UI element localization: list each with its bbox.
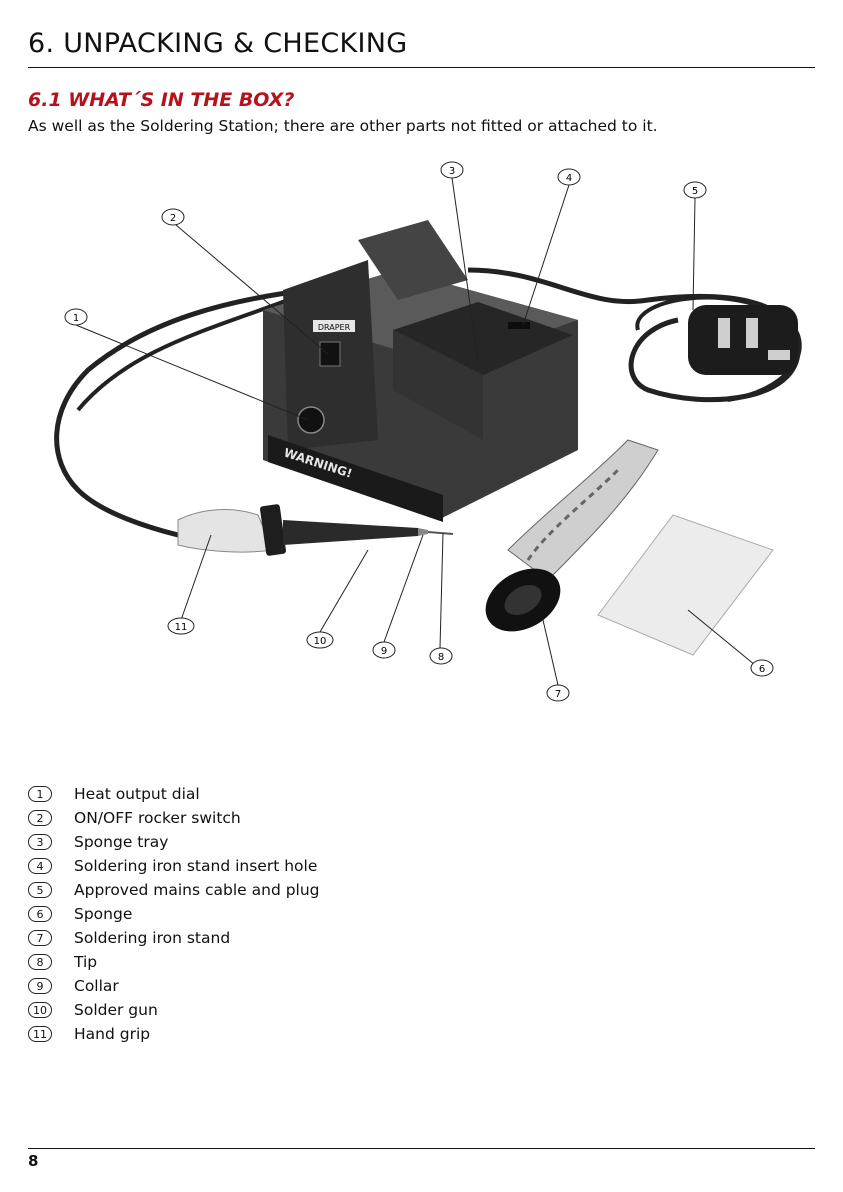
number-badge: 10 [28,1002,52,1018]
part-label: Heat output dial [74,785,200,803]
svg-text:6: 6 [759,664,765,675]
number-badge: 9 [28,978,52,994]
list-item: 5 Approved mains cable and plug [28,878,320,902]
page-title: 6. UNPACKING & CHECKING [28,28,408,59]
number-badge: 1 [28,786,52,802]
footer-divider [28,1148,815,1149]
list-item: 3 Sponge tray [28,830,320,854]
svg-text:10: 10 [314,636,327,647]
sponge [597,514,774,656]
soldering-iron-stand [485,439,659,632]
soldering-station-base: DRAPER WARNING! [263,220,578,522]
part-label: Solder gun [74,1001,158,1019]
part-label: Sponge [74,905,133,923]
part-label: Hand grip [74,1025,151,1043]
svg-text:1: 1 [73,313,79,324]
part-label: Approved mains cable and plug [74,881,320,899]
number-badge: 6 [28,906,52,922]
title-divider [28,67,815,68]
svg-text:7: 7 [555,689,561,700]
svg-text:8: 8 [438,652,444,663]
svg-text:9: 9 [381,646,387,657]
soldering-station-figure: DRAPER WARNING! 1 [54,161,802,702]
list-item: 11 Hand grip [28,1022,320,1046]
mains-cable-and-plug [467,267,802,403]
callout-7: 7 [546,684,570,702]
brand-label: DRAPER [318,323,351,332]
part-label: ON/OFF rocker switch [74,809,241,827]
svg-text:2: 2 [170,213,176,224]
iron-cable [54,287,309,538]
callout-10: 10 [306,631,334,649]
list-item: 4 Soldering iron stand insert hole [28,854,320,878]
part-label: Sponge tray [74,833,169,851]
list-item: 8 Tip [28,950,320,974]
intro-text: As well as the Soldering Station; there … [28,117,658,135]
callout-5: 5 [683,181,707,199]
list-item: 1 Heat output dial [28,782,320,806]
page-number: 8 [28,1152,39,1170]
number-badge: 11 [28,1026,52,1042]
number-badge: 5 [28,882,52,898]
svg-text:3: 3 [449,166,455,177]
part-label: Soldering iron stand insert hole [74,857,318,875]
callout-6: 6 [750,659,774,677]
callout-2: 2 [161,208,185,226]
callout-11: 11 [167,617,195,635]
section-heading: 6.1 WHAT´S IN THE BOX? [28,89,295,111]
soldering-iron [177,504,454,556]
number-badge: 2 [28,810,52,826]
part-label: Soldering iron stand [74,929,231,947]
callout-3: 3 [440,161,464,179]
svg-text:11: 11 [175,622,188,633]
callout-4: 4 [557,168,581,186]
list-item: 9 Collar [28,974,320,998]
number-badge: 8 [28,954,52,970]
callout-8: 8 [429,647,453,665]
list-item: 10 Solder gun [28,998,320,1022]
callout-9: 9 [372,641,396,659]
list-item: 2 ON/OFF rocker switch [28,806,320,830]
part-label: Tip [74,953,98,971]
part-label: Collar [74,977,119,995]
list-item: 7 Soldering iron stand [28,926,320,950]
leader-lines [75,177,756,686]
svg-text:4: 4 [566,173,572,184]
svg-text:5: 5 [692,186,698,197]
number-badge: 3 [28,834,52,850]
list-item: 6 Sponge [28,902,320,926]
number-badge: 4 [28,858,52,874]
callout-1: 1 [64,308,88,326]
number-badge: 7 [28,930,52,946]
